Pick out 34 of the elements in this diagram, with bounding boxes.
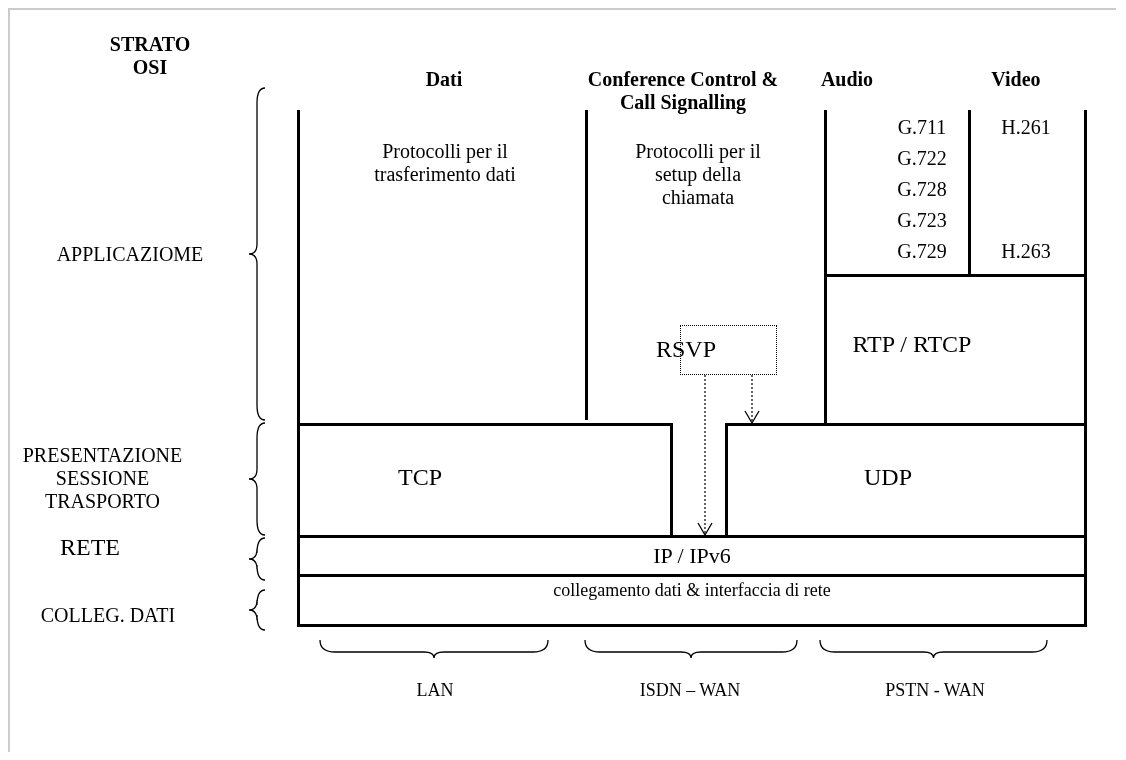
column-heading: Conference Control & Call Signalling: [586, 68, 780, 114]
column-heading: Audio: [819, 68, 875, 91]
protocol-label: TCP: [397, 466, 443, 489]
protocol-box: [824, 277, 1087, 423]
protocol-box: [297, 535, 1087, 577]
arrow: [697, 374, 713, 536]
protocol-label: RTP / RTCP: [851, 333, 973, 356]
codec-label: G.711: [896, 116, 948, 139]
layer-heading: STRATO OSI: [108, 33, 192, 79]
codec-label: G.729: [896, 240, 948, 263]
column-heading: Video: [990, 68, 1042, 91]
protocol-label: RSVP: [654, 338, 717, 361]
codec-label: G.728: [896, 178, 948, 201]
layer-label: COLLEG. DATI: [39, 604, 177, 627]
network-label: PSTN - WAN: [884, 679, 986, 702]
arrow: [744, 374, 760, 424]
protocol-box: [725, 423, 1087, 535]
protocol-label: UDP: [863, 466, 913, 489]
layer-label: PRESENTAZIONE SESSIONE TRASPORTO: [21, 444, 184, 513]
protocol-box: [297, 423, 673, 535]
layer-label: RETE: [59, 536, 121, 559]
layer-label: APPLICAZIOME: [55, 243, 205, 266]
protocol-box: [297, 577, 1087, 627]
network-label: LAN: [415, 679, 455, 702]
codec-label: G.722: [896, 147, 948, 170]
protocol-label: collegamento dati & interfaccia di rete: [552, 579, 832, 602]
protocol-label: IP / IPv6: [652, 544, 732, 567]
column-text: Protocolli per il trasferimento dati: [373, 140, 517, 186]
codec-label: H.263: [1000, 240, 1052, 263]
column-text: Protocolli per il setup della chiamata: [634, 140, 762, 209]
codec-label: H.261: [1000, 116, 1052, 139]
codec-label: G.723: [896, 209, 948, 232]
column-heading: Dati: [424, 68, 464, 91]
network-label: ISDN – WAN: [638, 679, 742, 702]
